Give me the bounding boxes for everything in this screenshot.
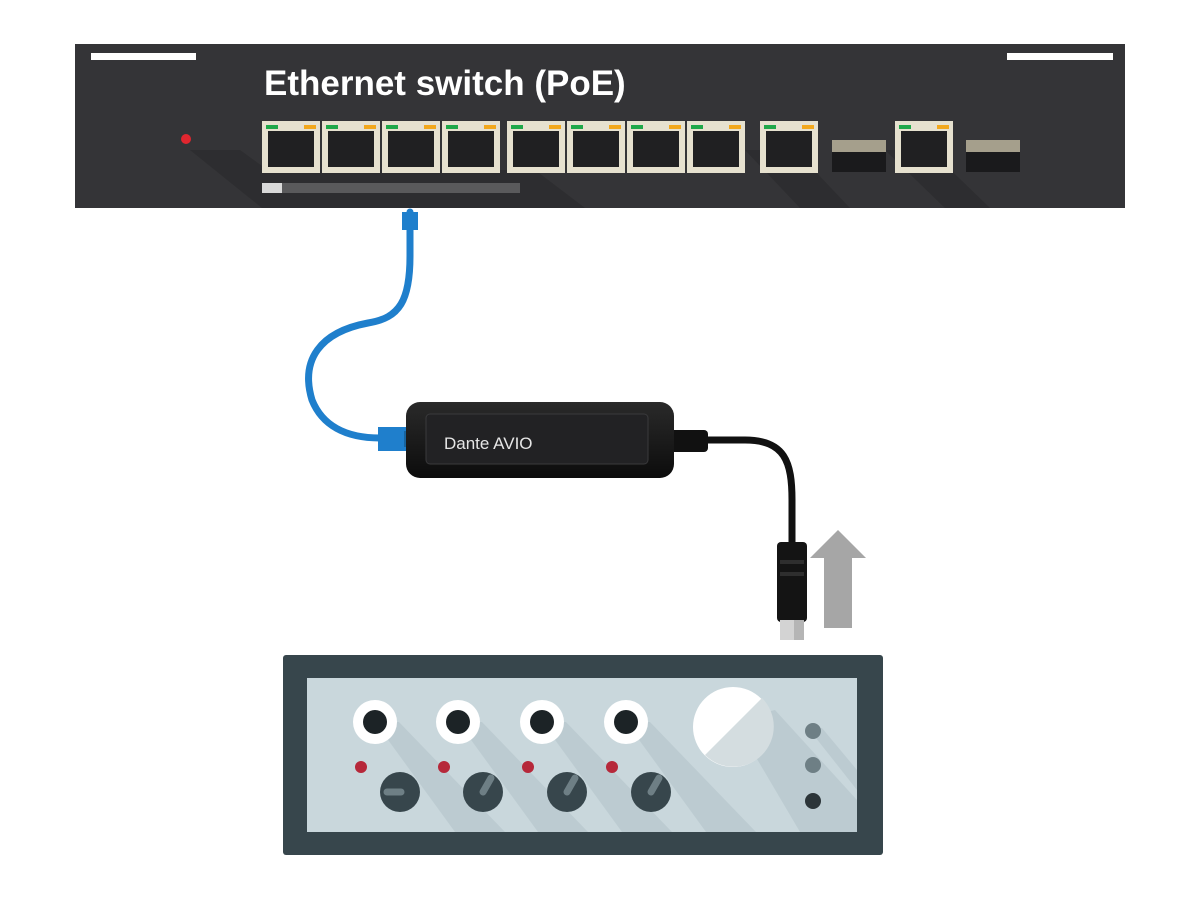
input-jack-hole [614, 710, 638, 734]
mixer-channel-2 [436, 700, 503, 812]
port-link-led [631, 125, 643, 129]
switch-ports [262, 121, 1020, 173]
switch-title: Ethernet switch (PoE) [264, 64, 626, 103]
input-jack-hole [530, 710, 554, 734]
rack-ear-left [91, 53, 196, 60]
xlr-connector-grip-2 [780, 572, 804, 576]
ethernet-port-4 [442, 121, 500, 173]
audio-cable [701, 436, 807, 640]
clip-led [438, 761, 450, 773]
audio-cable-line [701, 436, 796, 552]
adapter-label: Dante AVIO [444, 434, 533, 453]
input-jack-hole [446, 710, 470, 734]
ethernet-port-7 [627, 121, 685, 173]
clip-led [522, 761, 534, 773]
port-activity-led [937, 125, 949, 129]
sfp-slot-top [832, 140, 886, 152]
port-activity-led [669, 125, 681, 129]
port-socket [693, 131, 739, 167]
ethernet-port-9 [760, 121, 818, 173]
port-socket [513, 131, 559, 167]
indicator-light-3 [805, 793, 821, 809]
port-activity-led [549, 125, 561, 129]
port-link-led [266, 125, 278, 129]
ethernet-cable-collar [402, 212, 418, 230]
switch-status-led [181, 134, 191, 144]
signal-arrow-up-icon [810, 530, 866, 628]
audio-mixer [283, 655, 883, 855]
sfp-slot-1 [832, 140, 886, 172]
port-link-led [899, 125, 911, 129]
clip-led [606, 761, 618, 773]
channel-knob-pointer [647, 774, 663, 796]
ethernet-port-3 [382, 121, 440, 173]
port-socket [328, 131, 374, 167]
port-activity-led [424, 125, 436, 129]
ethernet-port-8 [687, 121, 745, 173]
mixer-channel-1 [353, 700, 420, 812]
port-activity-led [802, 125, 814, 129]
port-activity-led [729, 125, 741, 129]
ethernet-port-5 [507, 121, 565, 173]
port-socket [901, 131, 947, 167]
dante-avio-adapter: Dante AVIO [406, 402, 708, 478]
mixer-channel-3 [520, 700, 587, 812]
sfp-slot-2 [966, 140, 1020, 172]
ethernet-port-6 [567, 121, 625, 173]
port-link-led [326, 125, 338, 129]
port-socket [268, 131, 314, 167]
sfp-slot-opening [832, 152, 886, 172]
port-link-led [571, 125, 583, 129]
xlr-connector-body [777, 542, 807, 622]
port-link-led [764, 125, 776, 129]
channel-knob-pointer [479, 774, 495, 796]
clip-led [355, 761, 367, 773]
sfp-slot-top [966, 140, 1020, 152]
port-activity-led [364, 125, 376, 129]
adapter-label-panel [425, 413, 649, 465]
port-socket [573, 131, 619, 167]
mixer-channels [353, 700, 671, 812]
port-link-led [691, 125, 703, 129]
port-activity-led [484, 125, 496, 129]
port-socket [766, 131, 812, 167]
switch-label-strip-highlight [262, 183, 282, 193]
xlr-connector-grip [780, 560, 804, 564]
port-socket [633, 131, 679, 167]
xlr-connector-tip-shade [794, 620, 804, 640]
ethernet-cable [305, 208, 418, 451]
indicator-light-1 [805, 723, 821, 739]
indicator-light-2 [805, 757, 821, 773]
mixer-channel-4 [604, 700, 671, 812]
ethernet-switch: Ethernet switch (PoE) [75, 44, 1125, 208]
switch-label-strip [262, 183, 520, 193]
port-link-led [386, 125, 398, 129]
ethernet-port-10 [895, 121, 953, 173]
port-socket [388, 131, 434, 167]
port-activity-led [304, 125, 316, 129]
port-link-led [511, 125, 523, 129]
channel-knob-pointer [563, 774, 579, 796]
rj45-plug [378, 427, 408, 451]
rack-ear-right [1007, 53, 1113, 60]
port-link-led [446, 125, 458, 129]
port-socket [448, 131, 494, 167]
main-gain-knob-shade [705, 698, 774, 767]
ethernet-cable-line [305, 208, 414, 442]
input-jack-hole [363, 710, 387, 734]
sfp-slot-opening [966, 152, 1020, 172]
ethernet-port-2 [322, 121, 380, 173]
ethernet-port-1 [262, 121, 320, 173]
port-activity-led [609, 125, 621, 129]
